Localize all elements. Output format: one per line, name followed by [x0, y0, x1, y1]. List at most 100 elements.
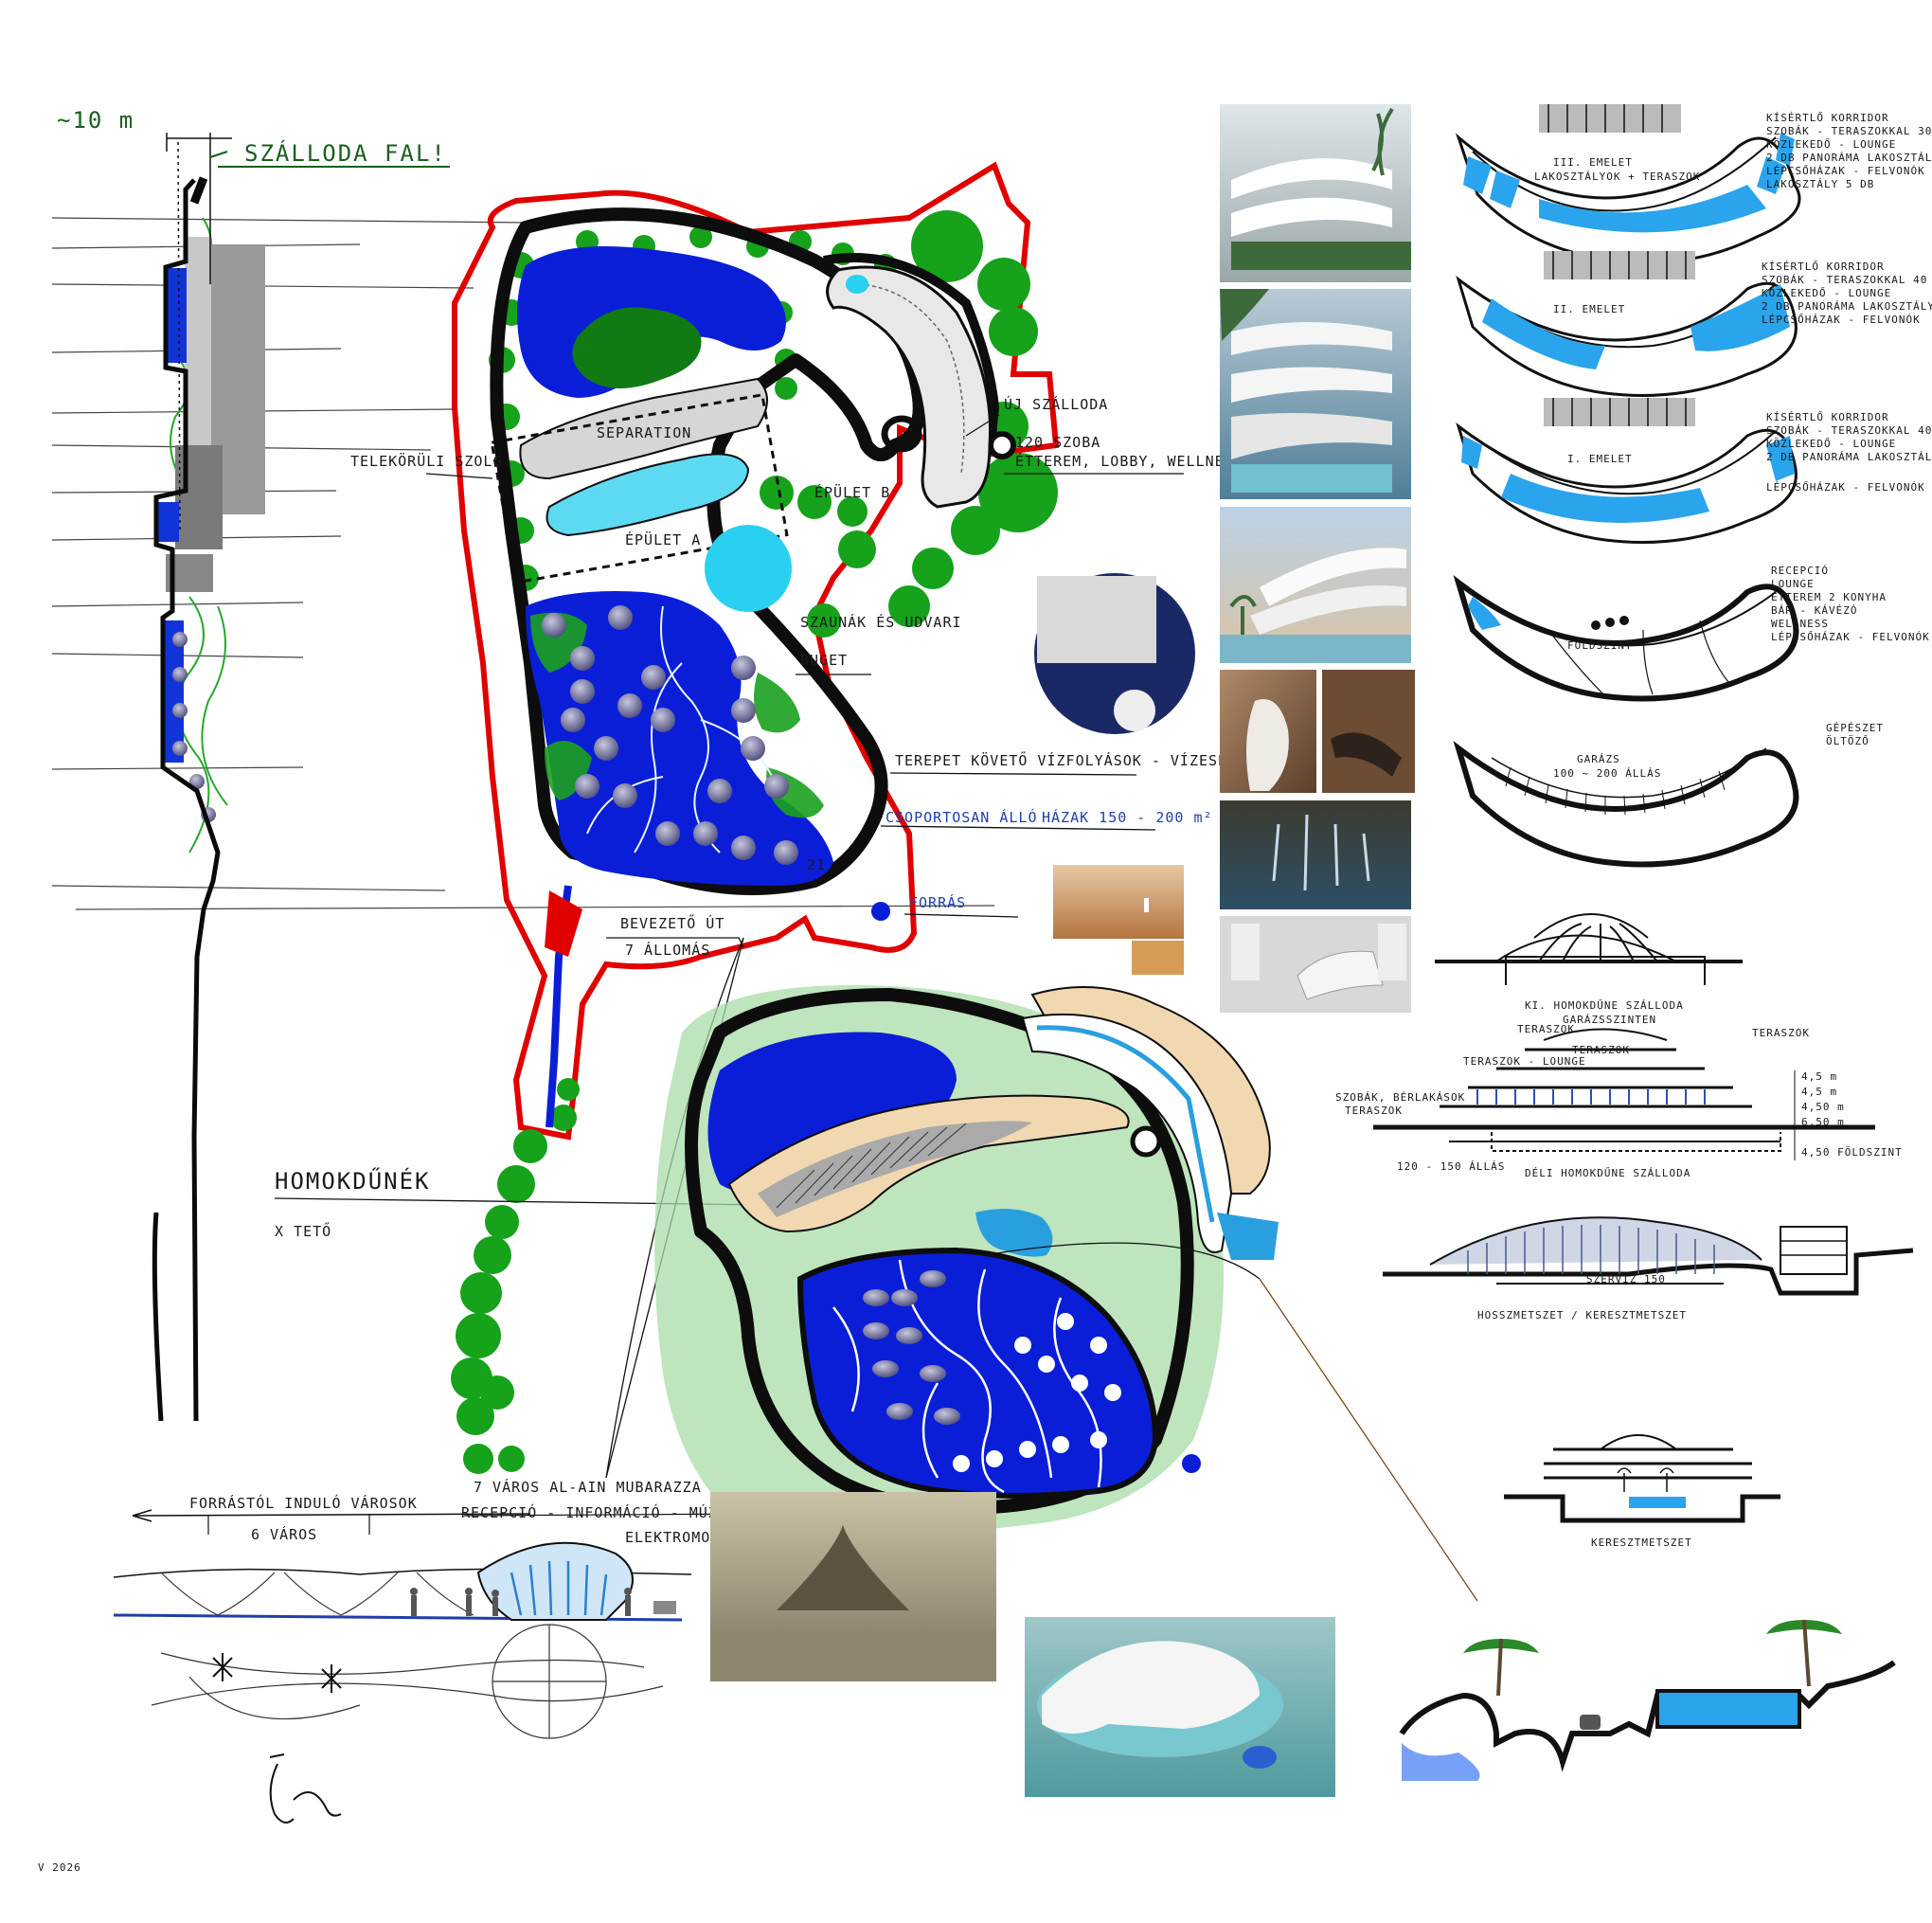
section-water-mid: [156, 502, 179, 542]
villa-count-label: 21: [807, 856, 826, 873]
garage-note-1: GÉPÉSZET: [1826, 722, 1884, 734]
floor2-note-2: SZOBÁK - TERASZOKKAL 40 DB: [1762, 274, 1932, 286]
section-cross: KERESZTMETSZET: [1504, 1434, 1780, 1549]
procession-count: 6 VÁROS: [251, 1525, 317, 1543]
floor3-level: III. EMELET: [1553, 156, 1633, 169]
floor-plan-ground: [1453, 575, 1799, 702]
floor1-note-3: KÖZLEKEDŐ - LOUNGE: [1766, 437, 1896, 450]
photo-spa-2: [1322, 670, 1415, 793]
photo-curved-hotel-2: [1220, 289, 1411, 499]
height-5: 4,50 FÖLDSZINT: [1801, 1146, 1903, 1159]
floor2-note-5: LÉPCSŐHÁZAK - FELVONÓK: [1762, 313, 1921, 326]
section3-caption: HOSSZMETSZET / KERESZTMETSZET: [1477, 1309, 1687, 1321]
section-landscape: [1399, 1619, 1896, 1781]
floor1-note-4: 2 DB PANORÁMA LAKOSZTÁLY: [1766, 451, 1932, 463]
floor3-note-3: KÖZLEKEDŐ - LOUNGE: [1766, 137, 1896, 151]
section-water-top: [166, 268, 187, 363]
floor3-note-4: 2 DB PANORÁMA LAKOSZTÁLY: [1766, 152, 1932, 164]
label-villas: HÁZAK 150 - 200 m²: [1042, 808, 1213, 826]
reception-pavilion: [476, 1541, 634, 1621]
label-rooms-note: ÉTTEREM, LOBBY, WELLNESS ??: [1015, 452, 1272, 470]
floor0-note-1: RECEPCIÓ: [1771, 565, 1829, 577]
label-spa: SZAUNÁK ÉS UDVARI: [800, 613, 962, 631]
garage-sub: 100 ~ 200 ÁLLÁS: [1553, 767, 1661, 780]
floor-plan-garage: [1453, 741, 1799, 868]
tree-trail: [451, 1078, 580, 1474]
floor2-note-1: KÍSÉRTLŐ KORRIDOR: [1762, 260, 1885, 273]
height-4: 6,50 m: [1801, 1116, 1845, 1128]
hotel-wing-north: [826, 265, 993, 509]
photo-bedouin-tent: [710, 1492, 996, 1681]
site-boundary: [452, 161, 1060, 1141]
section1-caption: KI. HOMOKDŰNE SZÁLLODA: [1525, 998, 1684, 1012]
photo-model: [1220, 916, 1411, 1013]
floor-plan-stack: III. EMELET LAKOSZTÁLYOK + TERASZOK II. …: [1453, 104, 1932, 868]
floor-plan-labels: III. EMELET LAKOSZTÁLYOK + TERASZOK II. …: [1534, 156, 1700, 780]
section2-rooms-sub: TERASZOK: [1345, 1105, 1403, 1117]
section2-caption: DÉLI HOMOKDŰNE SZÁLLODA: [1525, 1166, 1690, 1179]
floor1-note-2: SZOBÁK - TERASZOKKAL 40 DB: [1766, 424, 1932, 437]
label-logistics: TELEKÖRÜLI SZOLG.: [350, 452, 512, 470]
building-light-block: [185, 237, 211, 455]
floor-plan-3: [1455, 104, 1801, 264]
section-terrain-line: [153, 178, 221, 1422]
tree-clusters: [489, 210, 1058, 638]
height-2: 4,5 m: [1801, 1086, 1837, 1098]
label-new-hotel: ÚJ SZÁLLODA: [1004, 395, 1108, 413]
section1-sub: GARÁZSSZINTEN: [1563, 1014, 1656, 1026]
label-approach: BEVEZETŐ ÚT: [620, 913, 724, 932]
floor3-sub: LAKOSZTÁLYOK + TERASZOK: [1534, 171, 1700, 183]
photo-lake-pavilion: [1025, 1617, 1335, 1797]
label-separation: SEPARATION: [597, 424, 691, 441]
section-terraced-hotel: TERASZOK TERASZOK TERASZOK TERASZOK - LO…: [1335, 1023, 1903, 1179]
right-sections: KI. HOMOKDŰNE SZÁLLODA GARÁZSSZINTEN TER…: [1335, 913, 1914, 1781]
section-dune-garage: KI. HOMOKDŰNE SZÁLLODA GARÁZSSZINTEN: [1435, 913, 1743, 1026]
photo-spa-1: [1220, 670, 1316, 793]
reference-photos: [710, 104, 1415, 1797]
photo-blurred-object: [1034, 573, 1195, 734]
label-rooms: 120 SZOBA: [1015, 434, 1100, 451]
procession-top-note: 7 VÁROS AL-AIN MUBARAZZA: [474, 1478, 702, 1496]
floor1-note-5: LÉPCSŐHÁZAK - FELVONÓK: [1766, 480, 1925, 494]
lower-villa-pods: [863, 1270, 960, 1425]
section-water-low: [163, 620, 184, 763]
procession-figures: [410, 1588, 676, 1616]
garage-note-2: ÖLTÖZŐ: [1826, 734, 1869, 747]
width-dimension: [166, 133, 232, 531]
section4-caption: KERESZTMETSZET: [1591, 1537, 1692, 1549]
photo-waterfall: [1220, 800, 1411, 909]
floor3-note-5: LÉPCSŐHÁZAK - FELVONÓK: [1766, 164, 1925, 177]
label-building-a: ÉPÜLET A: [625, 530, 701, 548]
section2-top-mid: TERASZOK: [1572, 1044, 1630, 1056]
floor1-level: I. EMELET: [1567, 453, 1633, 465]
floor1-note-1: KÍSÉRTLŐ KORRIDOR: [1766, 410, 1889, 423]
photo-curved-hotel-3: [1220, 507, 1411, 663]
dune-hotel-roof-hatch: [776, 1123, 967, 1209]
detailed-site-plan: [654, 985, 1478, 1629]
label-spring: FORRÁS: [909, 893, 966, 911]
label-terrain-note: TEREPET KÖVETŐ VÍZFOLYÁSOK - VÍZESÉSEK: [895, 750, 1256, 769]
photo-curved-hotel-1: [1220, 104, 1411, 282]
site-plan: 21 SEPARATION ÚJ SZÁLLODA 120 SZOBA ÉTTE…: [274, 161, 1272, 1479]
height-1: 4,5 m: [1801, 1070, 1837, 1083]
floor-plan-1: [1456, 398, 1798, 544]
lower-villa-streams: [832, 1259, 1102, 1494]
section2-garage: 120 - 150 ÁLLÁS: [1397, 1160, 1505, 1173]
procession-start-note: FORRÁSTÓL INDULÓ VÁROSOK: [189, 1494, 418, 1512]
building-footprint-outline: [490, 393, 789, 584]
lower-north-lake: [707, 1032, 957, 1192]
floor0-note-2: LOUNGE: [1771, 578, 1815, 590]
floor0-note-6: LÉPCSŐHÁZAK - FELVONÓK: [1771, 630, 1930, 643]
floor2-level: II. EMELET: [1553, 303, 1625, 315]
label-building-b: ÉPÜLET B: [814, 483, 890, 501]
tent-canopies: [160, 1572, 474, 1616]
label-dunes-note: X TETŐ: [275, 1221, 331, 1240]
signature-mark: [269, 1753, 342, 1824]
floor-plan-2: [1456, 251, 1798, 397]
photo-desert: [1053, 865, 1184, 975]
floor0-note-3: ÉTTEREM 2 KONYHA: [1771, 591, 1887, 603]
lower-plan-leaders: [984, 1242, 1478, 1602]
lower-spring-pool: [975, 1209, 1053, 1257]
villa-water-field: [526, 591, 833, 886]
